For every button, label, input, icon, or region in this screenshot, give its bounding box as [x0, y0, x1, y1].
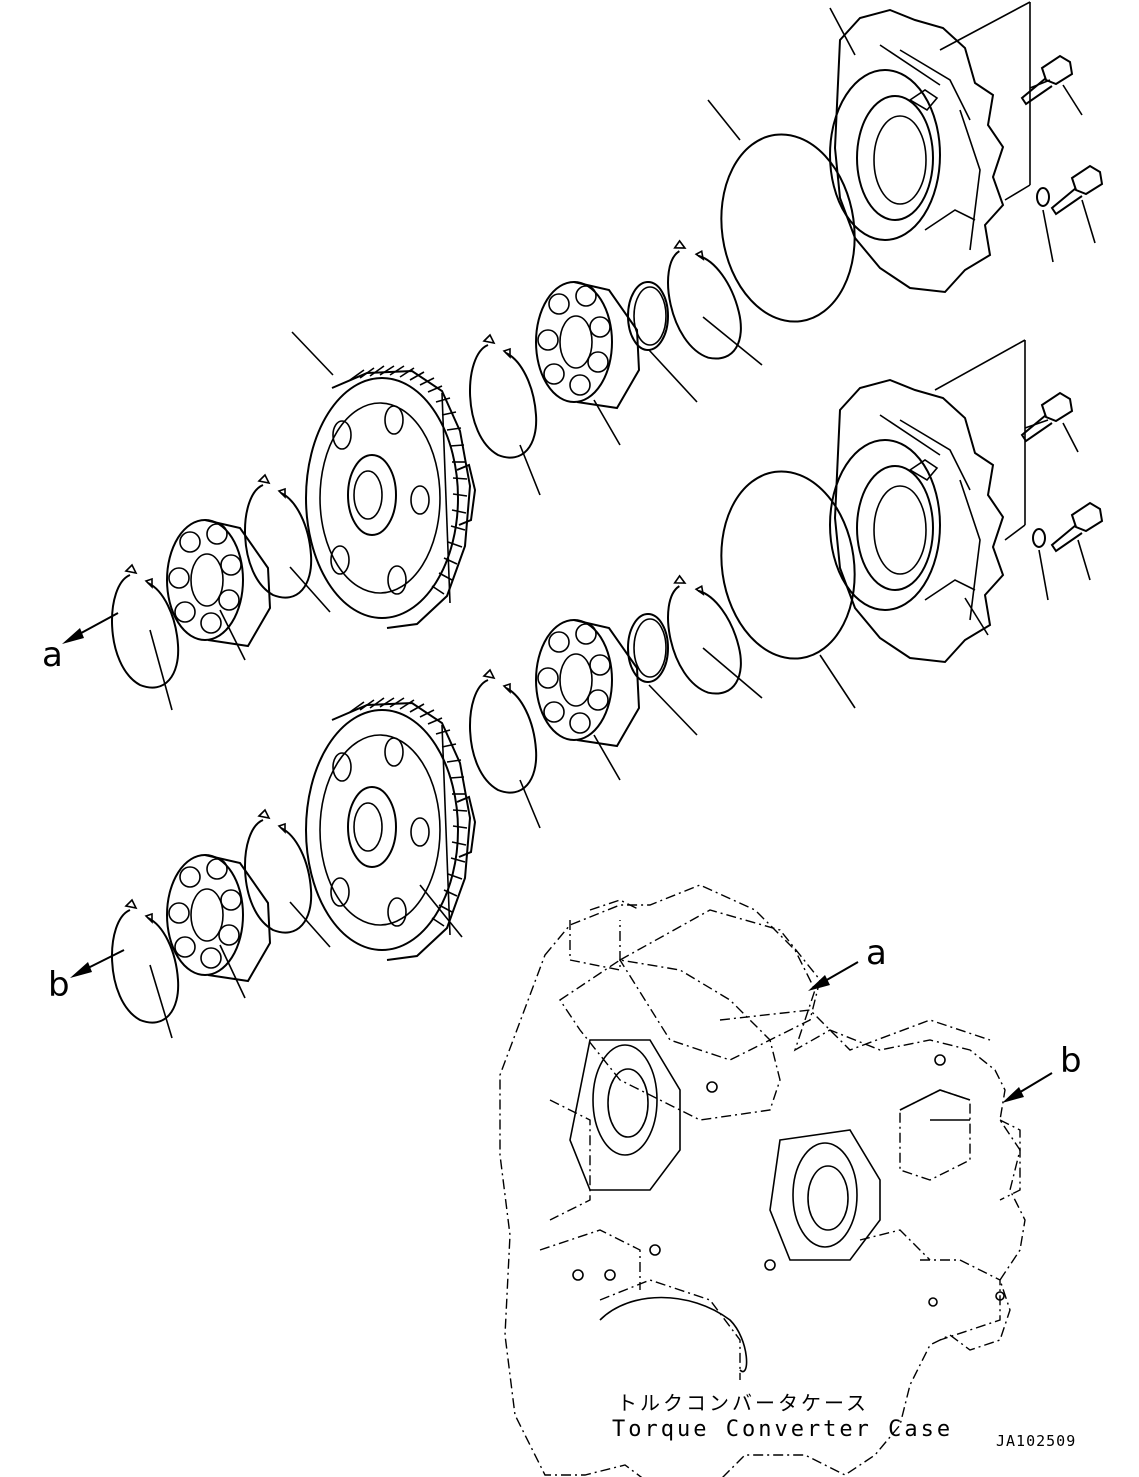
lower-housing [829, 379, 1004, 663]
view-arrow-a: a [42, 612, 119, 675]
upper-o-ring [720, 133, 856, 323]
caption-japanese: トルクコンバータケース [617, 1391, 869, 1415]
view-arrow-b: b [48, 949, 125, 1005]
upper-bolt [1051, 165, 1103, 215]
lower-snap-ring-1 [658, 566, 748, 702]
lower-bolt [1051, 502, 1103, 552]
lower-leader-lines [149, 339, 1091, 1039]
torque-converter-case [499, 884, 1026, 1477]
lower-bearing-2 [166, 854, 271, 982]
case-arrow-a: a [808, 933, 887, 991]
lower-o-ring [720, 470, 856, 660]
upper-snap-ring-2 [468, 334, 538, 459]
case-arrow-b: b [1002, 1041, 1082, 1103]
lower-washer [1032, 528, 1046, 548]
lower-shim [627, 613, 669, 683]
lower-snap-ring-2 [468, 669, 538, 794]
upper-snap-ring-1 [658, 231, 748, 367]
lower-assembly [110, 339, 1103, 1039]
view-label-a: a [42, 635, 63, 675]
lower-plug [1021, 392, 1073, 442]
upper-leader-lines [149, 1, 1096, 711]
caption-english: Torque Converter Case [612, 1417, 953, 1442]
upper-gear [305, 365, 476, 629]
drawing-code: JA102509 [996, 1432, 1076, 1450]
case-label-b: b [1060, 1041, 1082, 1081]
lower-bearing-1 [535, 619, 640, 747]
case-label-a: a [866, 933, 887, 973]
upper-assembly [110, 1, 1103, 711]
upper-shim [627, 281, 669, 351]
upper-bearing-1 [535, 281, 640, 409]
upper-washer [1036, 187, 1050, 207]
view-label-b: b [48, 965, 70, 1005]
upper-bearing-2 [166, 519, 271, 647]
upper-housing [829, 9, 1004, 293]
